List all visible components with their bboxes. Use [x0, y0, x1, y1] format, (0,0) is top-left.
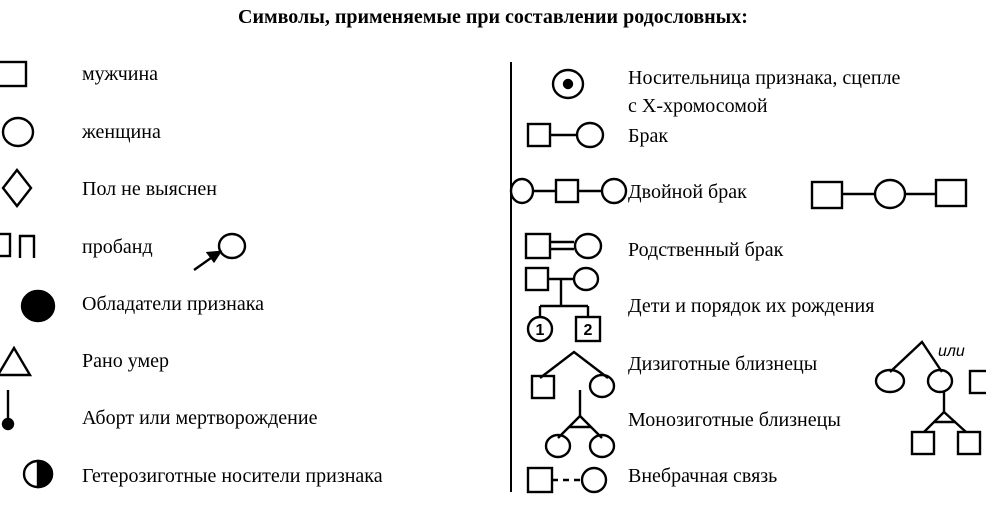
children-order-icon: 1 2 [524, 266, 602, 343]
x-carrier-dot-circle-icon [551, 68, 585, 100]
female-circle-icon [1, 116, 35, 148]
proband-arrow-circle-icon [193, 232, 247, 271]
label-consanguineous: Родственный брак [628, 239, 784, 261]
label-extramarital: Внебрачная связь [628, 465, 778, 487]
extramarital-icon [526, 466, 608, 494]
consanguineous-marriage-icon [524, 232, 603, 260]
label-x-carrier: Носительница признака, сцепле [628, 67, 901, 89]
proband-male-icon [0, 232, 36, 258]
heterozygous-half-circle-icon [22, 459, 54, 489]
label-abortion: Аборт или мертворождение [82, 407, 318, 429]
label-monozygotic: Монозиготные близнецы [628, 409, 841, 431]
monozygotic-twins-small-icon [544, 390, 616, 459]
or-label: или [938, 343, 965, 360]
label-died-early: Рано умер [82, 350, 169, 372]
label-double-marriage: Двойной брак [628, 181, 747, 203]
label-children: Дети и порядок их рождения [628, 295, 875, 317]
label-marriage: Брак [628, 125, 669, 147]
label-male: мужчина [82, 63, 159, 85]
double-marriage-large-icon [810, 178, 968, 210]
label-proband: пробанд [82, 236, 153, 258]
abortion-stillbirth-icon [1, 390, 15, 431]
label-affected: Обладатели признака [82, 293, 264, 315]
unknown-sex-diamond-icon [1, 168, 33, 208]
marriage-icon [526, 121, 605, 149]
double-marriage-small-icon [509, 177, 628, 205]
dizygotic-twins-small-icon [530, 350, 616, 400]
column-divider [510, 62, 512, 492]
child-order-1: 1 [536, 322, 545, 339]
label-unknown-sex: Пол не выяснен [82, 178, 217, 200]
died-early-triangle-icon [0, 345, 33, 377]
label-heterozygous: Гетерозиготные носители признака [82, 465, 383, 487]
affected-filled-circle-icon [20, 289, 56, 323]
label-female: женщина [82, 121, 161, 143]
male-square-icon [0, 60, 28, 88]
monozygotic-twins-large-icon [910, 392, 982, 456]
dizygotic-twins-large-icon [874, 340, 986, 395]
label-x-carrier-line2: с X-хромосомой [628, 95, 768, 117]
child-order-2: 2 [584, 322, 593, 339]
page-title: Символы, применяемые при составлении род… [238, 6, 748, 28]
label-dizygotic: Дизиготные близнецы [628, 353, 818, 375]
